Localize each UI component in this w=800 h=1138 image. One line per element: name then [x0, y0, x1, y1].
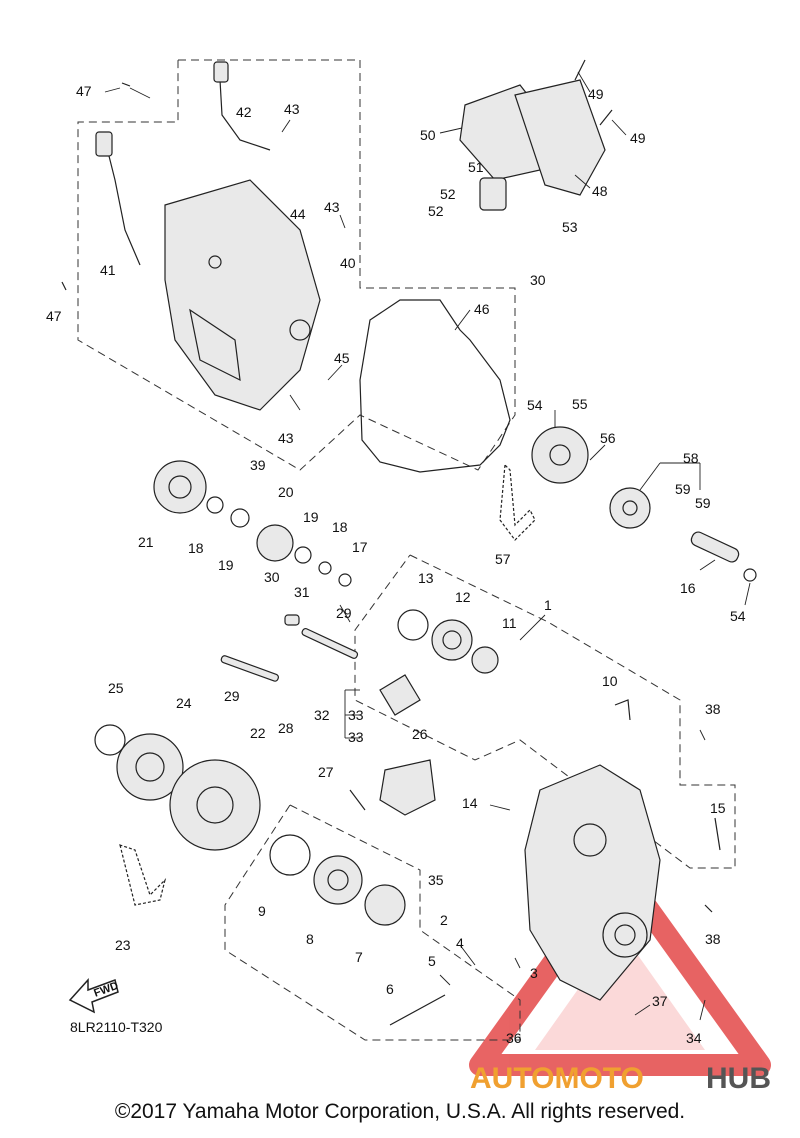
callout-19a: 19 [218, 557, 234, 573]
callout-22: 22 [250, 725, 266, 741]
callout-25: 25 [108, 680, 124, 696]
bolts [61, 59, 721, 1026]
callout-49b: 49 [630, 130, 646, 146]
callout-17: 17 [352, 539, 368, 555]
part-code: 8LR2110-T320 [70, 1019, 163, 1035]
callout-19b: 19 [303, 509, 319, 525]
callout-47b: 47 [46, 308, 62, 324]
callout-29b: 29 [336, 605, 352, 621]
svg-text:HUB: HUB [706, 1062, 771, 1095]
callout-11: 11 [502, 615, 517, 631]
gear-set-right [531, 426, 757, 582]
callout-27: 27 [318, 764, 334, 780]
callout-29a: 29 [224, 688, 240, 704]
callout-4: 4 [456, 935, 464, 951]
callout-44: 44 [290, 206, 306, 222]
callout-12: 12 [455, 589, 471, 605]
group-outlines [77, 59, 736, 1041]
callout-8: 8 [306, 931, 314, 947]
callout-43a: 43 [284, 101, 300, 117]
callout-36: 36 [506, 1030, 522, 1046]
callout-51: 51 [468, 159, 484, 175]
cover-39 [164, 179, 321, 411]
callout-42: 42 [236, 104, 252, 120]
callout-59b: 59 [695, 495, 711, 511]
callout-18a: 18 [188, 540, 204, 556]
chain-57 [499, 463, 536, 541]
motor-assembly [459, 79, 606, 211]
callout-37: 37 [652, 993, 668, 1009]
callout-41: 41 [100, 262, 116, 278]
callout-26: 26 [412, 726, 428, 742]
callout-53: 53 [562, 219, 578, 235]
shift-fork [349, 674, 436, 816]
copyright-notice: ©2017 Yamaha Motor Corporation, U.S.A. A… [114, 1100, 686, 1123]
callout-43c: 43 [278, 430, 294, 446]
callout-9: 9 [258, 903, 266, 919]
callout-18b: 18 [332, 519, 348, 535]
callout-38b: 38 [705, 931, 721, 947]
callout-52a: 52 [440, 186, 456, 202]
gear-set-left [153, 460, 352, 587]
callout-58: 58 [683, 450, 699, 466]
callout-54a: 54 [527, 397, 543, 413]
callout-30a: 30 [264, 569, 280, 585]
callout-40: 40 [340, 255, 356, 271]
callout-56: 56 [600, 430, 616, 446]
callout-39: 39 [250, 457, 266, 473]
gasket-46 [359, 299, 511, 473]
leader-lines [104, 71, 751, 1021]
callout-24: 24 [176, 695, 192, 711]
callout-35: 35 [428, 872, 444, 888]
callout-20: 20 [278, 484, 294, 500]
callout-57: 57 [495, 551, 511, 567]
callout-labels: 1 2 3 4 5 6 7 8 9 10 11 12 13 14 15 16 1… [46, 83, 746, 1046]
shafts-bearings [220, 609, 499, 682]
callout-13: 13 [418, 570, 434, 586]
callout-46: 46 [474, 301, 490, 317]
callout-1: 1 [544, 597, 552, 613]
watermark-logo [469, 859, 771, 1076]
callout-34: 34 [686, 1030, 702, 1046]
callout-28: 28 [278, 720, 294, 736]
callout-43b: 43 [324, 199, 340, 215]
callout-10: 10 [602, 673, 618, 689]
watermark-text: AUTOMOTO HUB [470, 1062, 771, 1095]
fwd-arrow-icon: FWD [68, 978, 120, 1014]
callout-23: 23 [115, 937, 131, 953]
callout-32: 32 [314, 707, 330, 723]
callout-48: 48 [592, 183, 608, 199]
gear-set-lower [94, 724, 261, 851]
callout-31: 31 [294, 584, 310, 600]
callout-38a: 38 [705, 701, 721, 717]
callout-16: 16 [680, 580, 696, 596]
callout-15: 15 [710, 800, 726, 816]
callout-3: 3 [530, 965, 538, 981]
case-1 [524, 699, 661, 1001]
callout-7: 7 [355, 949, 363, 965]
callout-33a: 33 [348, 707, 364, 723]
callout-49a: 49 [588, 86, 604, 102]
lower-bearings [269, 834, 406, 926]
callout-55: 55 [572, 396, 588, 412]
callout-47a: 47 [76, 83, 92, 99]
callout-2: 2 [440, 912, 448, 928]
callout-14: 14 [462, 795, 478, 811]
sensors [95, 61, 271, 266]
callout-59a: 59 [675, 481, 691, 497]
callout-52b: 52 [428, 203, 444, 219]
callout-50: 50 [420, 127, 436, 143]
callout-54b: 54 [730, 608, 746, 624]
chain-23 [119, 844, 167, 906]
callout-33b: 33 [348, 729, 364, 745]
callout-45: 45 [334, 350, 350, 366]
svg-text:AUTOMOTO: AUTOMOTO [470, 1062, 644, 1095]
callout-21: 21 [138, 534, 154, 550]
callout-5: 5 [428, 953, 436, 969]
callout-30b: 30 [530, 272, 546, 288]
callout-6: 6 [386, 981, 394, 997]
